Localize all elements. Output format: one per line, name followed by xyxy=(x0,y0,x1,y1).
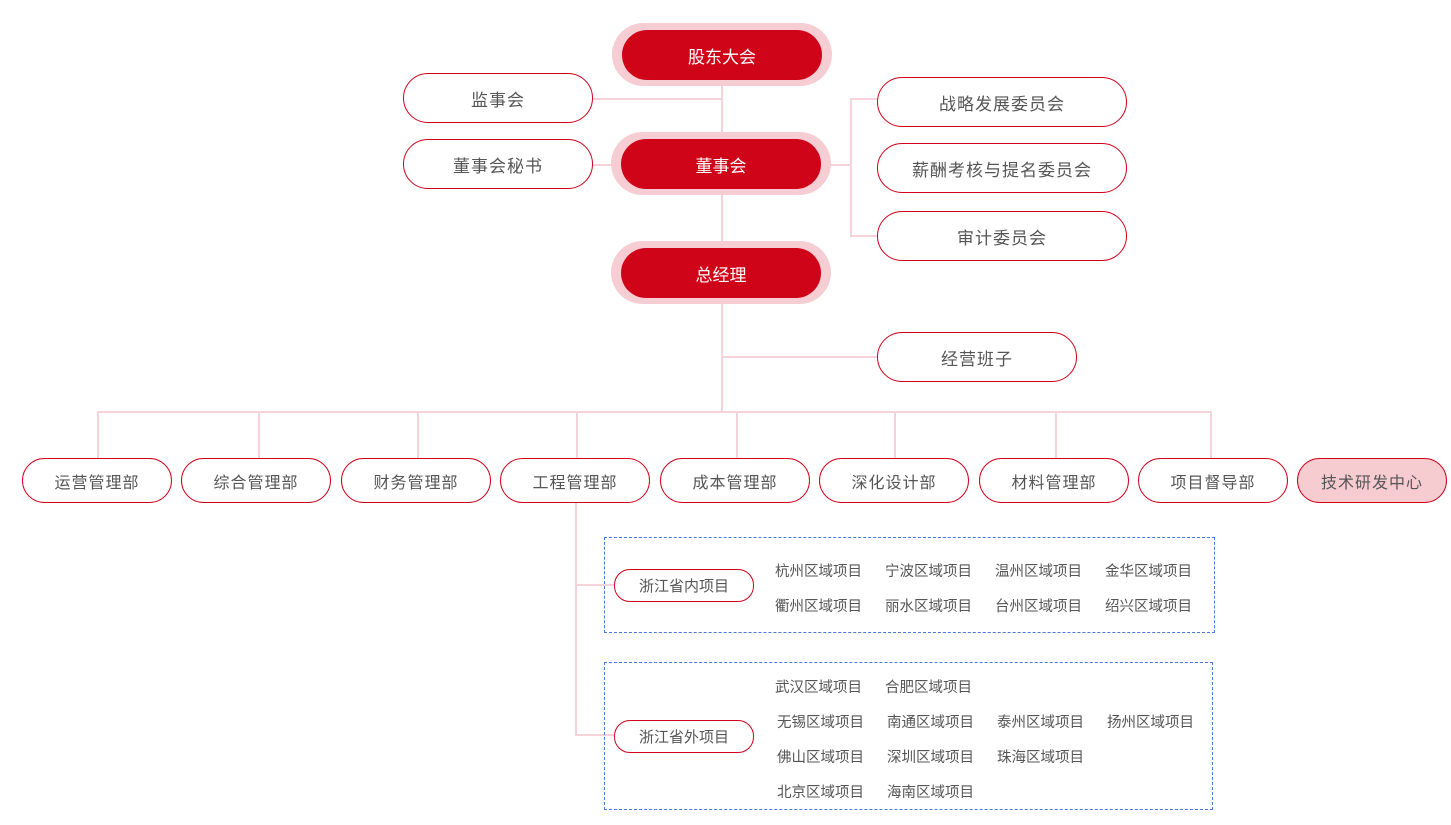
connector xyxy=(850,98,877,100)
node-management-team[interactable]: 经营班子 xyxy=(877,332,1077,382)
project-item[interactable]: 海南区域项目 xyxy=(887,785,974,801)
node-label: 运营管理部 xyxy=(54,472,140,492)
connector xyxy=(736,411,738,458)
node-committee[interactable]: 审计委员会 xyxy=(877,211,1127,261)
node-label: 经营班子 xyxy=(941,349,1013,370)
in-province-node[interactable]: 浙江省内项目 xyxy=(614,569,754,602)
node-label: 项目督导部 xyxy=(1170,472,1256,492)
project-item[interactable]: 武汉区域项目 xyxy=(775,680,862,696)
project-item[interactable]: 南通区域项目 xyxy=(887,715,974,731)
node-label: 董事会 xyxy=(695,156,747,177)
project-item[interactable]: 绍兴区域项目 xyxy=(1105,599,1192,615)
node-label: 材料管理部 xyxy=(1011,472,1097,492)
connector xyxy=(97,411,1212,413)
connector xyxy=(894,411,896,458)
connector xyxy=(821,164,852,166)
connector xyxy=(97,411,99,458)
node-board[interactable]: 董事会 xyxy=(621,139,821,189)
project-item[interactable]: 北京区域项目 xyxy=(777,785,864,801)
dept-node[interactable]: 成本管理部 xyxy=(660,458,810,503)
node-label: 股东大会 xyxy=(688,47,756,68)
node-board-secretary[interactable]: 董事会秘书 xyxy=(403,139,593,189)
node-label: 董事会秘书 xyxy=(453,156,543,177)
project-item[interactable]: 衢州区域项目 xyxy=(775,599,862,615)
connector xyxy=(850,235,877,237)
node-label: 战略发展委员会 xyxy=(939,94,1065,115)
out-province-node[interactable]: 浙江省外项目 xyxy=(614,720,754,753)
project-item[interactable]: 佛山区域项目 xyxy=(777,750,864,766)
project-item[interactable]: 丽水区域项目 xyxy=(885,599,972,615)
node-committee[interactable]: 薪酬考核与提名委员会 xyxy=(877,143,1127,193)
project-item[interactable]: 合肥区域项目 xyxy=(885,680,972,696)
dept-node[interactable]: 深化设计部 xyxy=(819,458,969,503)
node-label: 薪酬考核与提名委员会 xyxy=(912,160,1092,181)
in-province-group: 浙江省内项目 杭州区域项目 宁波区域项目 温州区域项目 金华区域项目 衢州区域项… xyxy=(604,537,1215,633)
node-label: 总经理 xyxy=(695,265,747,286)
node-label: 深化设计部 xyxy=(851,472,937,492)
dept-node[interactable]: 材料管理部 xyxy=(979,458,1129,503)
project-item[interactable]: 宁波区域项目 xyxy=(885,564,972,580)
node-label: 浙江省内项目 xyxy=(638,577,729,595)
connector xyxy=(575,584,615,586)
node-shareholders[interactable]: 股东大会 xyxy=(622,30,822,80)
dept-node[interactable]: 项目督导部 xyxy=(1138,458,1288,503)
out-province-group: 浙江省外项目 武汉区域项目 合肥区域项目 无锡区域项目 南通区域项目 泰州区域项… xyxy=(604,662,1213,810)
node-label: 工程管理部 xyxy=(532,472,618,492)
node-label: 技术研发中心 xyxy=(1320,472,1423,492)
project-item[interactable]: 深圳区域项目 xyxy=(887,750,974,766)
dept-node[interactable]: 工程管理部 xyxy=(500,458,650,503)
connector xyxy=(575,734,615,736)
node-label: 浙江省外项目 xyxy=(638,728,729,746)
connector xyxy=(593,164,621,166)
connector xyxy=(593,98,722,100)
connector xyxy=(417,411,419,458)
connector xyxy=(575,503,577,736)
dept-node-highlighted[interactable]: 技术研发中心 xyxy=(1297,458,1447,503)
connector xyxy=(722,356,877,358)
connector xyxy=(258,411,260,458)
project-item[interactable]: 台州区域项目 xyxy=(995,599,1082,615)
node-label: 成本管理部 xyxy=(692,472,778,492)
node-gm[interactable]: 总经理 xyxy=(621,248,821,298)
node-supervisors[interactable]: 监事会 xyxy=(403,73,593,123)
node-committee[interactable]: 战略发展委员会 xyxy=(877,77,1127,127)
connector xyxy=(1055,411,1057,458)
project-item[interactable]: 温州区域项目 xyxy=(995,564,1082,580)
connector xyxy=(1210,411,1212,458)
dept-node[interactable]: 运营管理部 xyxy=(22,458,172,503)
project-item[interactable]: 泰州区域项目 xyxy=(997,715,1084,731)
node-label: 审计委员会 xyxy=(957,228,1047,249)
connector xyxy=(576,411,578,458)
node-label: 财务管理部 xyxy=(373,472,459,492)
dept-node[interactable]: 综合管理部 xyxy=(181,458,331,503)
node-label: 综合管理部 xyxy=(213,472,299,492)
project-item[interactable]: 扬州区域项目 xyxy=(1107,715,1194,731)
project-item[interactable]: 杭州区域项目 xyxy=(775,564,862,580)
project-item[interactable]: 无锡区域项目 xyxy=(777,715,864,731)
project-item[interactable]: 金华区域项目 xyxy=(1105,564,1192,580)
node-label: 监事会 xyxy=(471,90,525,111)
project-item[interactable]: 珠海区域项目 xyxy=(997,750,1084,766)
dept-node[interactable]: 财务管理部 xyxy=(341,458,491,503)
connector xyxy=(850,98,852,237)
